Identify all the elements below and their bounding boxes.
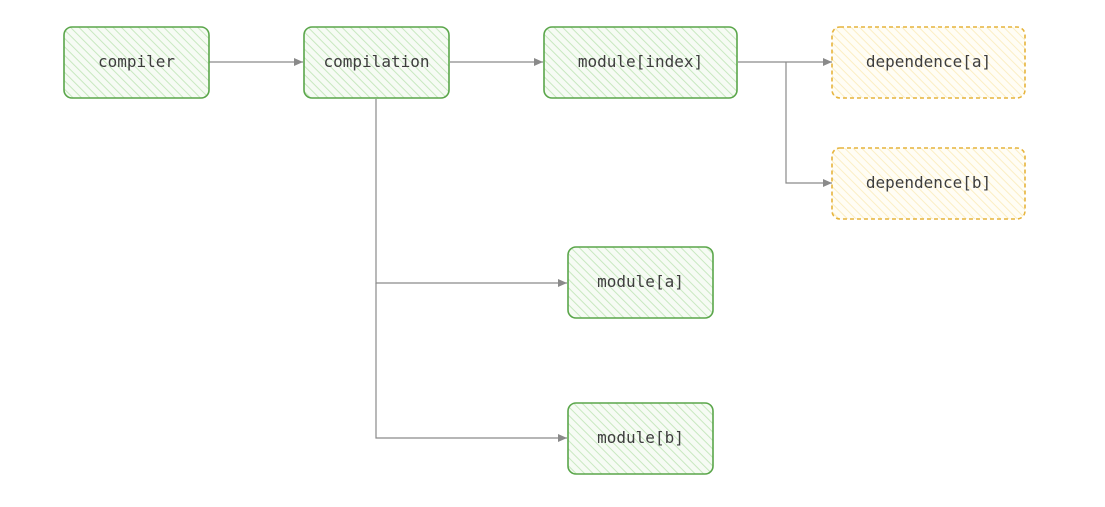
- node-module-a: module[a]: [567, 246, 714, 319]
- edges: [209, 58, 832, 442]
- node-module-b-box: [567, 402, 714, 475]
- node-module-index-label: module[index]: [578, 52, 703, 71]
- node-compiler-label: compiler: [98, 52, 175, 71]
- edge-module-index-to-dependence-b: [785, 62, 832, 187]
- node-module-a-box: [567, 246, 714, 319]
- edge-compilation-to-module-a: [375, 99, 567, 287]
- node-dependence-b: dependence[b]: [831, 147, 1026, 220]
- node-compiler: compiler: [63, 26, 210, 99]
- node-compilation: compilation: [303, 26, 450, 99]
- edge-compilation-to-module-b: [375, 283, 567, 442]
- node-compiler-box: [63, 26, 210, 99]
- node-module-index-box: [543, 26, 738, 99]
- node-dependence-a-box: [831, 26, 1026, 99]
- node-module-b: module[b]: [567, 402, 714, 475]
- node-dependence-b-box: [831, 147, 1026, 220]
- node-compilation-label: compilation: [324, 52, 430, 71]
- node-module-b-label: module[b]: [597, 428, 684, 447]
- node-dependence-a: dependence[a]: [831, 26, 1026, 99]
- node-dependence-a-label: dependence[a]: [866, 52, 991, 71]
- node-module-a-label: module[a]: [597, 272, 684, 291]
- node-compilation-box: [303, 26, 450, 99]
- node-dependence-b-label: dependence[b]: [866, 173, 991, 192]
- node-module-index: module[index]: [543, 26, 738, 99]
